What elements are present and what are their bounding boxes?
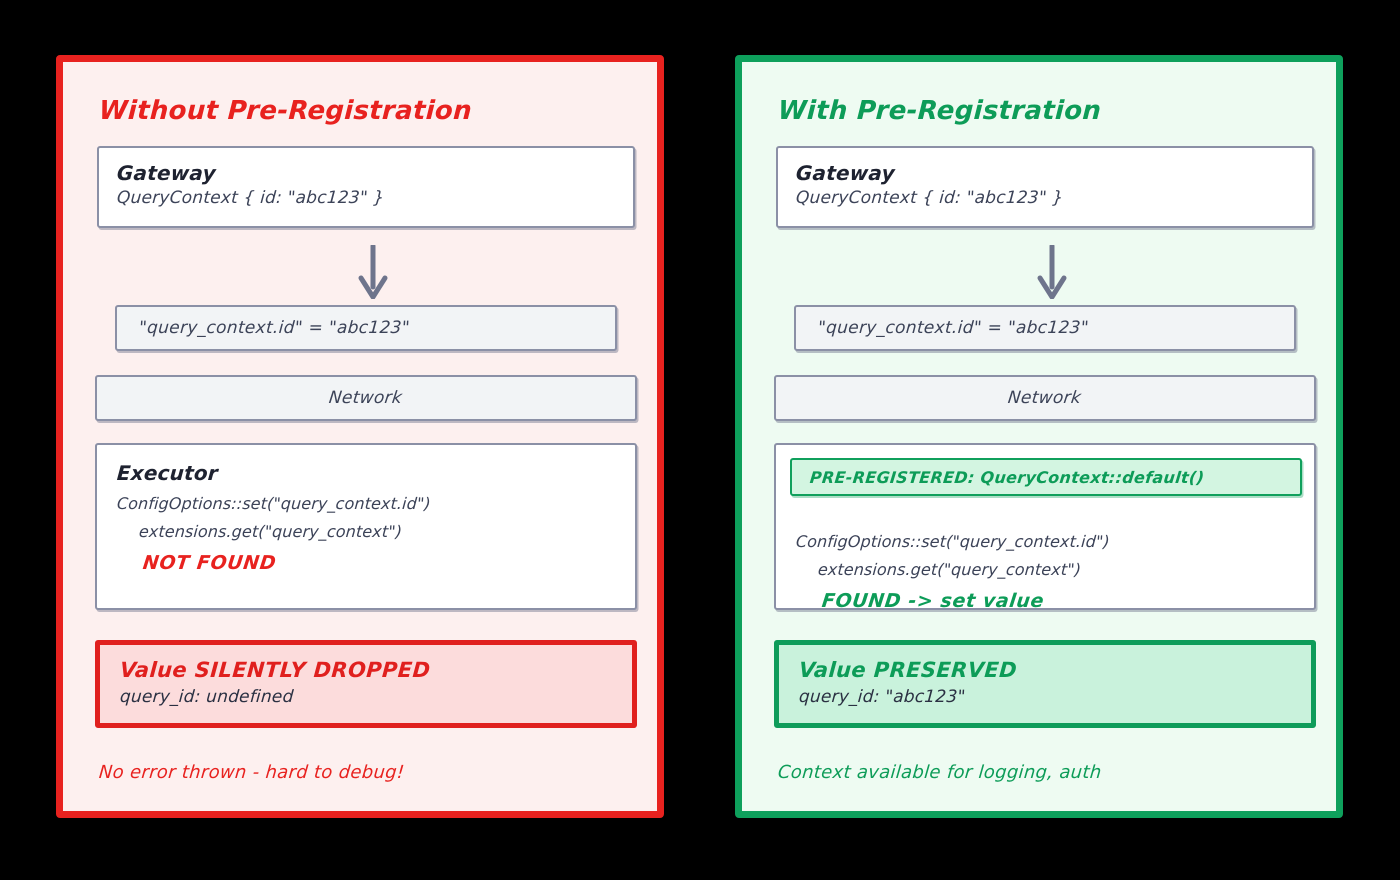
executor-result-left: NOT FOUND: [141, 552, 278, 574]
executor-code-line-2-left: extensions.get("query_context"): [138, 522, 403, 541]
executor-box-right: PRE-REGISTERED: QueryContext::default() …: [774, 443, 1316, 612]
outcome-title-right: Value PRESERVED: [798, 658, 1018, 682]
panel-title-without: Without Pre-Registration: [98, 96, 473, 126]
footnote-right: Context available for logging, auth: [777, 762, 1103, 783]
gateway-box-right: Gateway QueryContext { id: "abc123" }: [776, 146, 1314, 228]
network-label-left: Network: [328, 388, 404, 408]
executor-code-line-1-right: ConfigOptions::set("query_context.id"): [795, 532, 1111, 551]
outcome-box-left: Value SILENTLY DROPPED query_id: undefin…: [95, 640, 637, 728]
gateway-title-left: Gateway: [116, 161, 217, 185]
key-value-box-right: "query_context.id" = "abc123": [794, 305, 1296, 351]
key-value-box-left: "query_context.id" = "abc123": [115, 305, 617, 351]
gateway-detail-left: QueryContext { id: "abc123" }: [116, 188, 386, 208]
panel-title-with: With Pre-Registration: [777, 96, 1103, 126]
panel-with-pre-registration: With Pre-Registration Gateway QueryConte…: [735, 55, 1343, 818]
gateway-box-left: Gateway QueryContext { id: "abc123" }: [97, 146, 635, 228]
arrow-down-icon: [358, 245, 388, 299]
gateway-title-right: Gateway: [795, 161, 896, 185]
pre-registered-box: PRE-REGISTERED: QueryContext::default(): [790, 458, 1302, 496]
executor-code-line-2-right: extensions.get("query_context"): [817, 560, 1082, 579]
gateway-detail-right: QueryContext { id: "abc123" }: [795, 188, 1065, 208]
outcome-title-left: Value SILENTLY DROPPED: [119, 658, 432, 682]
executor-title-left: Executor: [116, 461, 219, 485]
executor-box-left: Executor ConfigOptions::set("query_conte…: [95, 443, 637, 610]
footnote-left: No error thrown - hard to debug!: [98, 762, 406, 783]
executor-result-right: FOUND -> set value: [820, 590, 1046, 612]
executor-code-line-1-left: ConfigOptions::set("query_context.id"): [116, 494, 432, 513]
key-value-text-left: "query_context.id" = "abc123": [138, 318, 411, 338]
key-value-text-right: "query_context.id" = "abc123": [817, 318, 1090, 338]
panel-without-pre-registration: Without Pre-Registration Gateway QueryCo…: [56, 55, 664, 818]
pre-registered-label: PRE-REGISTERED: QueryContext::default(): [809, 467, 1206, 487]
arrow-down-icon: [1037, 245, 1067, 299]
outcome-detail-right: query_id: "abc123": [798, 687, 967, 707]
outcome-box-right: Value PRESERVED query_id: "abc123": [774, 640, 1316, 728]
network-label-right: Network: [1007, 388, 1083, 408]
network-box-left: Network: [95, 375, 637, 421]
network-box-right: Network: [774, 375, 1316, 421]
outcome-detail-left: query_id: undefined: [119, 687, 295, 707]
